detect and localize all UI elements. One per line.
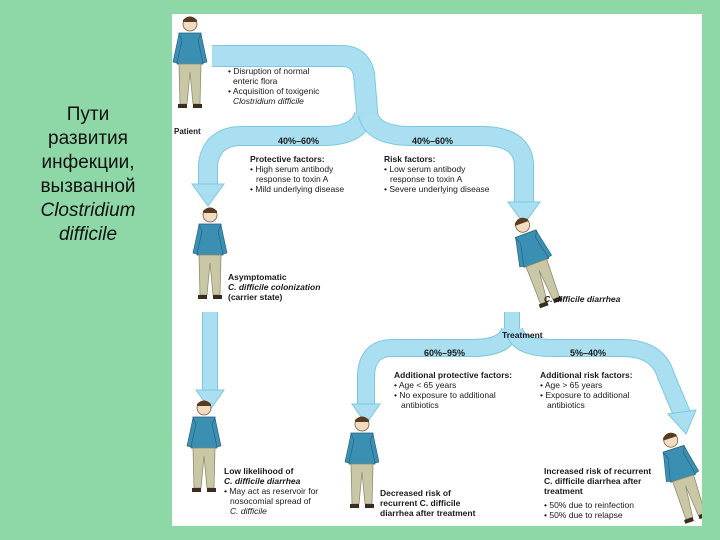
diagram-panel: • Disruption of normal enteric flora • A… [172, 14, 702, 526]
arrow-to-protective [199, 111, 373, 186]
pct-left-2: 60%–95% [424, 348, 465, 358]
low-likelihood-label: Low likelihood of C. difficile diarrhea … [224, 466, 321, 516]
title-line: инфекции, [41, 152, 135, 173]
protective-factors: Protective factors: • High serum antibod… [250, 154, 344, 194]
title-line-italic: difficile [58, 224, 118, 245]
arrowhead-asymptomatic [191, 183, 225, 207]
arrowhead-low-likelihood [195, 389, 225, 411]
risk-factors: Risk factors: • Low serum antibody respo… [384, 154, 490, 194]
pct-right-2: 5%–40% [570, 348, 606, 358]
decreased-risk-figure [344, 416, 380, 509]
arrow-to-decreased [358, 327, 518, 406]
top-notes: • Disruption of normal enteric flora • A… [228, 66, 322, 106]
pct-right-1: 40%–60% [412, 136, 453, 146]
flow-arrows [191, 45, 697, 435]
arrow-to-risk [359, 111, 533, 204]
treatment-label: Treatment [502, 330, 543, 340]
increased-risk-label: Increased risk of recurrent C. difficile… [544, 466, 654, 520]
patient-figure [172, 16, 208, 109]
arrowhead-increased [667, 409, 697, 435]
title-line-italic: Clostridium [40, 200, 136, 221]
additional-risk-factors: Additional risk factors: • Age > 65 year… [540, 370, 635, 410]
arrow-to-increased [506, 327, 690, 418]
patient-label: Patient [174, 127, 201, 136]
low-likelihood-figure [186, 400, 222, 493]
asymptomatic-label: Asymptomatic C. difficile colonization (… [228, 272, 323, 302]
title-line: развития [48, 128, 128, 149]
pathway-diagram: • Disruption of normal enteric flora • A… [172, 16, 702, 526]
pct-left-1: 40%–60% [278, 136, 319, 146]
decreased-risk-label: Decreased risk of recurrent C. difficile… [380, 488, 476, 518]
title-line: вызванной [40, 176, 136, 197]
title-line: Пути [66, 104, 110, 125]
recurrent-figure [651, 427, 702, 526]
arrowhead-diarrhea [507, 201, 541, 225]
asymptomatic-figure [192, 207, 228, 300]
arrowhead-decreased [351, 403, 381, 425]
diarrhea-label: C. difficile diarrhea [544, 294, 621, 304]
slide-title: Пути развития инфекции, вызванной Clostr… [18, 103, 158, 247]
additional-protective-factors: Additional protective factors: • Age < 6… [394, 370, 514, 410]
arrow-top-band [212, 46, 378, 123]
